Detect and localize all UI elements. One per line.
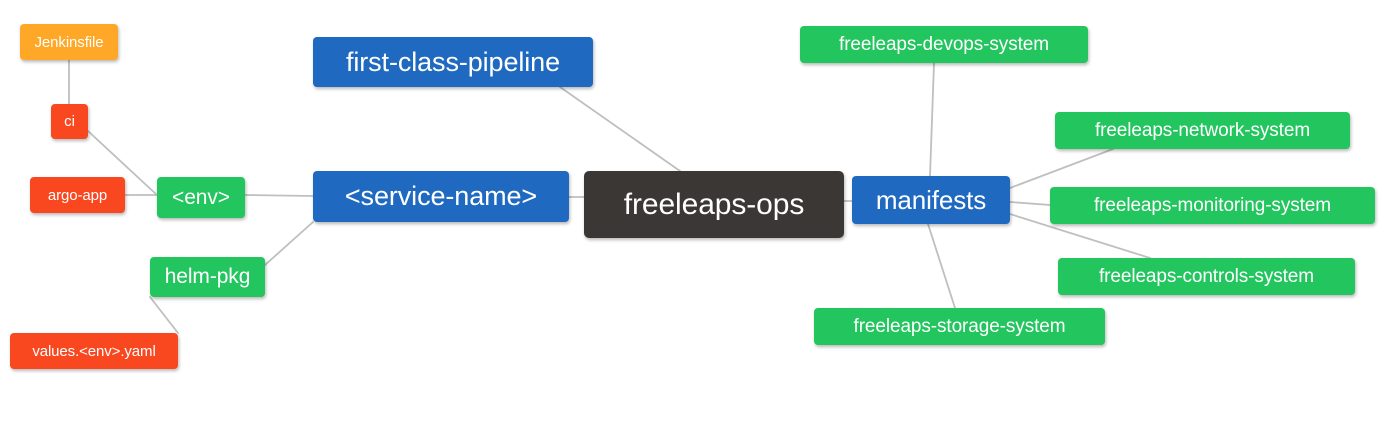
edge-env-to-service-name <box>244 194 314 197</box>
node-devops-sys[interactable]: freeleaps-devops-system <box>800 26 1088 63</box>
node-env[interactable]: <env> <box>157 177 245 218</box>
node-argo-app[interactable]: argo-app <box>30 177 125 213</box>
edge-manifests-to-network-sys <box>1009 148 1114 189</box>
edge-pipeline-to-root <box>559 86 681 172</box>
node-values-yaml[interactable]: values.<env>.yaml <box>10 333 178 369</box>
node-service-name[interactable]: <service-name> <box>313 171 569 222</box>
node-ci[interactable]: ci <box>51 104 88 139</box>
node-helm-pkg[interactable]: helm-pkg <box>150 257 265 297</box>
node-monitoring-sys[interactable]: freeleaps-monitoring-system <box>1050 187 1375 224</box>
node-manifests[interactable]: manifests <box>852 176 1010 224</box>
edge-manifests-to-monitoring-sys <box>1009 201 1051 206</box>
node-jenkinsfile[interactable]: Jenkinsfile <box>20 24 118 60</box>
edge-service-name-to-helm-pkg <box>264 221 314 266</box>
node-network-sys[interactable]: freeleaps-network-system <box>1055 112 1350 149</box>
node-controls-sys[interactable]: freeleaps-controls-system <box>1058 258 1355 295</box>
edge-manifests-to-storage-sys <box>927 223 956 309</box>
node-storage-sys[interactable]: freeleaps-storage-system <box>814 308 1105 345</box>
node-root[interactable]: freeleaps-ops <box>584 171 844 238</box>
node-pipeline[interactable]: first-class-pipeline <box>313 37 593 87</box>
edge-helm-pkg-to-values-yaml <box>149 296 179 334</box>
edge-manifests-to-devops-sys <box>929 62 935 177</box>
